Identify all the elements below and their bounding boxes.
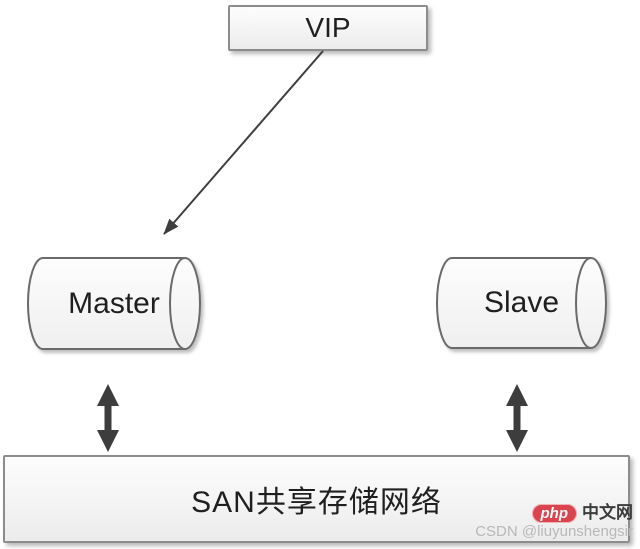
- php-logo-badge: php: [531, 503, 577, 523]
- san-label: SAN共享存储网络: [191, 486, 442, 519]
- slave-label: Slave: [483, 286, 560, 319]
- vip-label: VIP: [305, 12, 351, 43]
- slave-san-double-arrow: [506, 384, 528, 452]
- vip-node: VIP: [228, 5, 428, 51]
- watermark-brand-suffix: 中文网: [582, 502, 633, 522]
- master-san-double-arrow: [97, 384, 119, 452]
- watermark: php 中文网 CSDN @liuyunshengsir: [475, 502, 633, 541]
- slave-node: Slave: [437, 258, 606, 348]
- master-label: Master: [68, 286, 160, 320]
- watermark-credit: CSDN @liuyunshengsir: [475, 522, 633, 540]
- san-storage-node: SAN共享存储网络: [3, 455, 630, 543]
- watermark-brand-row: php 中文网: [475, 502, 633, 523]
- vip-to-master-arrow: [163, 50, 324, 235]
- master-node: Master: [28, 258, 200, 349]
